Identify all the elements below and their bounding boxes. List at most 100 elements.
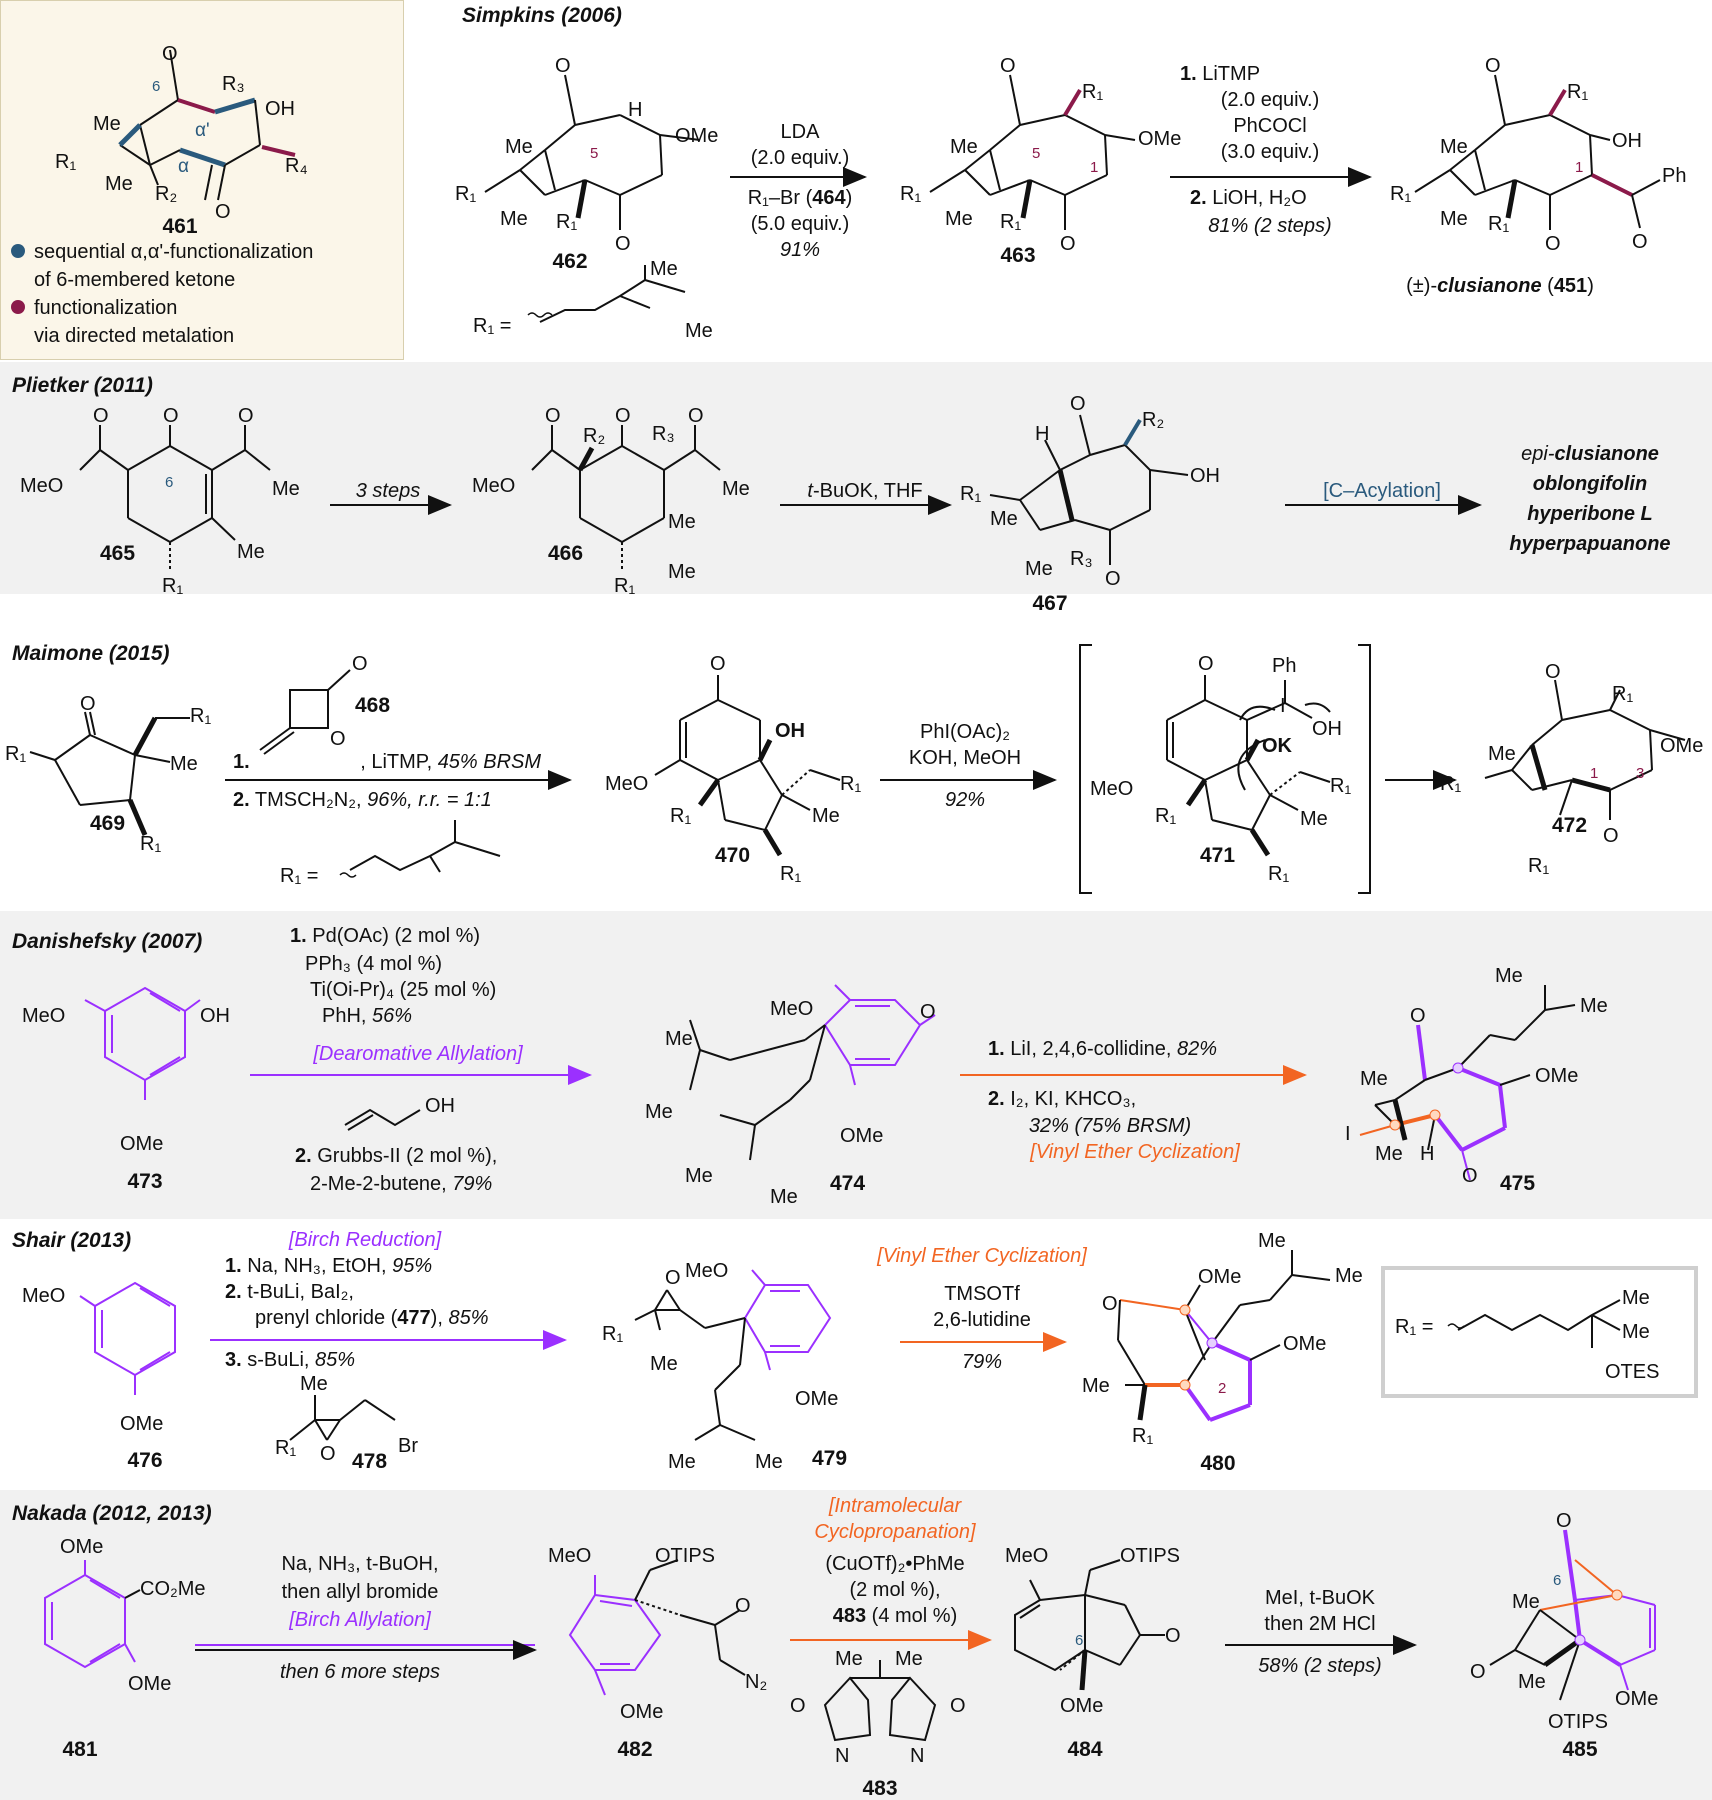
- bracket-right: [1358, 644, 1371, 894]
- danish-step3-line2: 2. I₂, KI, KHCO₃,: [988, 1088, 1136, 1110]
- label-462-OMe: OMe: [675, 125, 718, 147]
- label-483-Me2: Me: [895, 1648, 923, 1670]
- label-465-six: 6: [165, 474, 173, 491]
- label-470-R1b: R₁: [670, 805, 691, 827]
- danish-step1-line3: Ti(Oi-Pr)₄ (25 mol %): [310, 979, 496, 1001]
- r1-box-Me1: Me: [1622, 1287, 1650, 1309]
- label-461-O: O: [162, 43, 178, 65]
- label-470-Me: Me: [812, 805, 840, 827]
- structure-482: [568, 1559, 746, 1696]
- header-plietker: Plietker (2011): [12, 374, 153, 397]
- label-465-Me2: Me: [237, 541, 265, 563]
- r1-box-chain: [1457, 1299, 1621, 1348]
- maimone-step1: 1. , LiTMP, 45% BRSM: [233, 751, 541, 773]
- label-462-H: H: [628, 99, 642, 121]
- label-451-Me1: Me: [1440, 136, 1468, 158]
- label-467-Me1: Me: [990, 508, 1018, 530]
- label-475-I: I: [1345, 1123, 1351, 1145]
- legend-bullet2: functionalization: [34, 297, 177, 319]
- bracket-left: [1079, 644, 1092, 894]
- bullet-maroon-icon: [11, 300, 25, 314]
- label-471-R1c: R₁: [1268, 863, 1289, 885]
- label-470-OH: OH: [775, 720, 805, 742]
- compound-number-461: 461: [162, 215, 197, 238]
- product-hyperibone-l: hyperibone L: [1527, 503, 1653, 525]
- label-471-Ph: Ph: [1272, 655, 1296, 677]
- plietker-step2: t-BuOK, THF: [807, 480, 922, 502]
- label-463-O2: O: [1060, 233, 1076, 255]
- danish-step1-line4: PhH, 56%: [322, 1005, 412, 1027]
- structure-476: [79, 1281, 176, 1395]
- label-474-O: O: [920, 1001, 936, 1023]
- product-clusianone-label: (±)-clusianone (451): [1406, 275, 1594, 297]
- label-462-Me1: Me: [505, 136, 533, 158]
- label-466-O2: O: [615, 405, 631, 427]
- label-466-R2: R₂: [583, 425, 605, 447]
- label-471-R1b: R₁: [1155, 805, 1176, 827]
- label-483-O1: O: [790, 1695, 806, 1717]
- label-467-OH: OH: [1190, 465, 1220, 487]
- label-469-R1c: R₁: [140, 833, 161, 855]
- shair-step1: 1. Na, NH₃, EtOH, 95%: [225, 1255, 432, 1277]
- structure-483: [823, 1660, 937, 1742]
- nakada-step3-line2: then 2M HCl: [1264, 1613, 1375, 1635]
- label-471-MeO: MeO: [1090, 778, 1133, 800]
- label-466-O3: O: [688, 405, 704, 427]
- label-461-six: 6: [152, 78, 160, 95]
- label-462-O: O: [555, 55, 571, 77]
- shair-step3: 3. s-BuLi, 85%: [225, 1349, 355, 1371]
- label-474-MeO: MeO: [770, 998, 813, 1020]
- label-479-R1: R₁: [602, 1323, 623, 1345]
- prenyl-chain-r1: [539, 265, 686, 323]
- label-471-R1a: R₁: [1330, 775, 1351, 797]
- label-472-R1a: R₁: [1440, 773, 1461, 795]
- structure-470: [654, 675, 841, 857]
- label-467-Me2: Me: [1025, 558, 1053, 580]
- label-482-N2: N₂: [745, 1671, 767, 1693]
- atom-marker-475-c: [1389, 1119, 1401, 1131]
- label-485-OTIPS: OTIPS: [1548, 1711, 1608, 1733]
- danish-step2-line2: 2-Me-2-butene, 79%: [310, 1173, 492, 1195]
- label-479-OMe: OMe: [795, 1388, 838, 1410]
- label-475-OMe: OMe: [1535, 1065, 1578, 1087]
- nakada-step2-ligand: 483 (4 mol %): [833, 1605, 958, 1627]
- label-465-O1: O: [93, 405, 109, 427]
- compound-number-462: 462: [552, 250, 587, 273]
- label-479-MeO: MeO: [685, 1260, 728, 1282]
- structure-481: [44, 1560, 141, 1669]
- r1-box-label: R₁ =: [1395, 1316, 1433, 1338]
- label-468-O1: O: [352, 653, 368, 675]
- compound-number-478: 478: [352, 1450, 387, 1473]
- label-473-OH: OH: [200, 1005, 230, 1027]
- label-466-O1: O: [545, 405, 561, 427]
- compound-number-465: 465: [100, 542, 135, 565]
- label-462-Me2: Me: [500, 208, 528, 230]
- label-472-O: O: [1545, 661, 1561, 683]
- legend-bullet1: sequential α,α'-functionalization: [34, 241, 313, 263]
- label-451-Ph: Ph: [1662, 165, 1686, 187]
- label-r1-Me-bottom: Me: [685, 320, 713, 342]
- label-467-O2: O: [1105, 568, 1121, 590]
- nakada-step2-cat: (CuOTf)₂•PhMe: [825, 1553, 964, 1575]
- label-483-N2: N: [910, 1745, 924, 1767]
- header-nakada: Nakada (2012, 2013): [12, 1502, 212, 1525]
- label-466-Me: Me: [722, 478, 750, 500]
- label-485-O2: O: [1470, 1661, 1486, 1683]
- label-474-Me2: Me: [645, 1101, 673, 1123]
- maimone-wavy-icon: [339, 872, 357, 878]
- structure-475: [1359, 985, 1576, 1181]
- shair-step4-tag: [Vinyl Ether Cyclization]: [876, 1245, 1087, 1267]
- structure-471: [1166, 675, 1331, 857]
- label-allyl-OH: OH: [425, 1095, 455, 1117]
- label-472-R1top: R₁: [1612, 683, 1633, 705]
- atom-marker-480-a: [1179, 1304, 1191, 1316]
- structure-451: [1414, 74, 1661, 230]
- maimone-r1-definition: R₁ =: [280, 865, 318, 887]
- shair-step2-line2: prenyl chloride (477), 85%: [255, 1307, 488, 1329]
- label-463-OMe: OMe: [1138, 128, 1181, 150]
- header-shair: Shair (2013): [12, 1229, 131, 1252]
- label-466-R3: R₃: [652, 423, 675, 445]
- label-475-Me3: Me: [1360, 1068, 1388, 1090]
- label-r1-Me-top: Me: [650, 258, 678, 280]
